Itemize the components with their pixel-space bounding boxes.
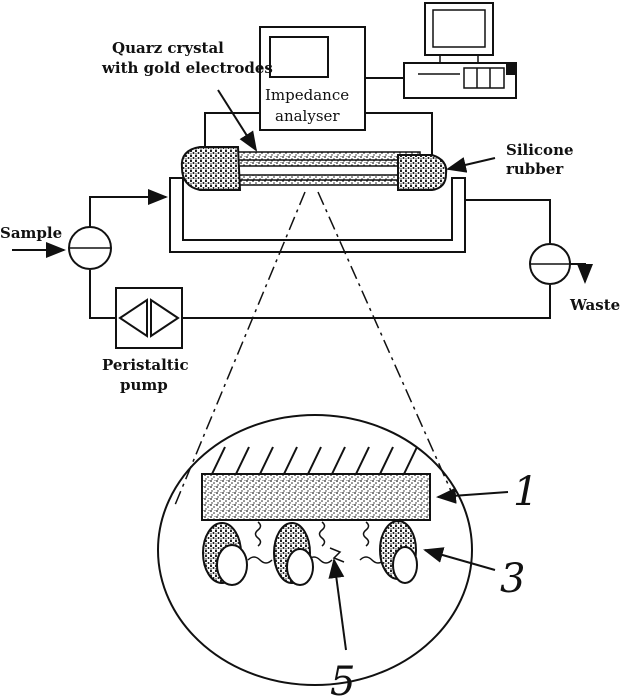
bound-particles-3 — [203, 521, 417, 585]
peristaltic-pump-icon — [116, 288, 182, 348]
sample-label: Sample — [0, 224, 62, 242]
impedance-label-line2: analyser — [275, 107, 340, 125]
magnified-view — [158, 415, 472, 685]
callout-number-1: 1 — [513, 469, 538, 515]
silicone-rubber-right — [398, 155, 446, 190]
sample-valve-icon — [69, 227, 111, 269]
callout-number-3: 3 — [500, 556, 525, 602]
gold-surface-hatch — [212, 447, 417, 474]
silicone-label-line2: rubber — [506, 160, 564, 178]
zoom-line-left — [175, 192, 305, 505]
pump-to-valve-tube — [90, 270, 116, 318]
silicone-pointer-arrow — [448, 158, 495, 169]
waste-arrow — [570, 264, 585, 282]
callout-number-5: 5 — [330, 659, 355, 699]
inlet-tube-top — [90, 197, 166, 228]
waste-valve-icon — [530, 244, 570, 284]
callout-arrow-3 — [425, 550, 495, 570]
waste-label: Waste — [569, 296, 620, 314]
linker-chains — [248, 522, 384, 563]
callout-arrow-5 — [334, 560, 346, 650]
quartz-label-line2: with gold electrodes — [101, 59, 273, 77]
silicone-rubber-left — [182, 147, 240, 190]
outlet-tube — [465, 200, 550, 243]
pump-label-line2: pump — [120, 376, 168, 394]
quartz-pointer-arrow — [218, 90, 256, 150]
quartz-label-line1: Quarz crystal — [112, 39, 224, 57]
computer-icon — [404, 3, 516, 98]
silicone-label-line1: Silicone — [506, 141, 574, 159]
impedance-label-line1: Impedance — [265, 86, 349, 104]
callout-arrow-1 — [438, 492, 508, 497]
sensing-layer-1 — [202, 474, 430, 520]
zoom-line-right — [318, 192, 455, 500]
pump-label-line1: Peristaltic — [102, 356, 189, 374]
